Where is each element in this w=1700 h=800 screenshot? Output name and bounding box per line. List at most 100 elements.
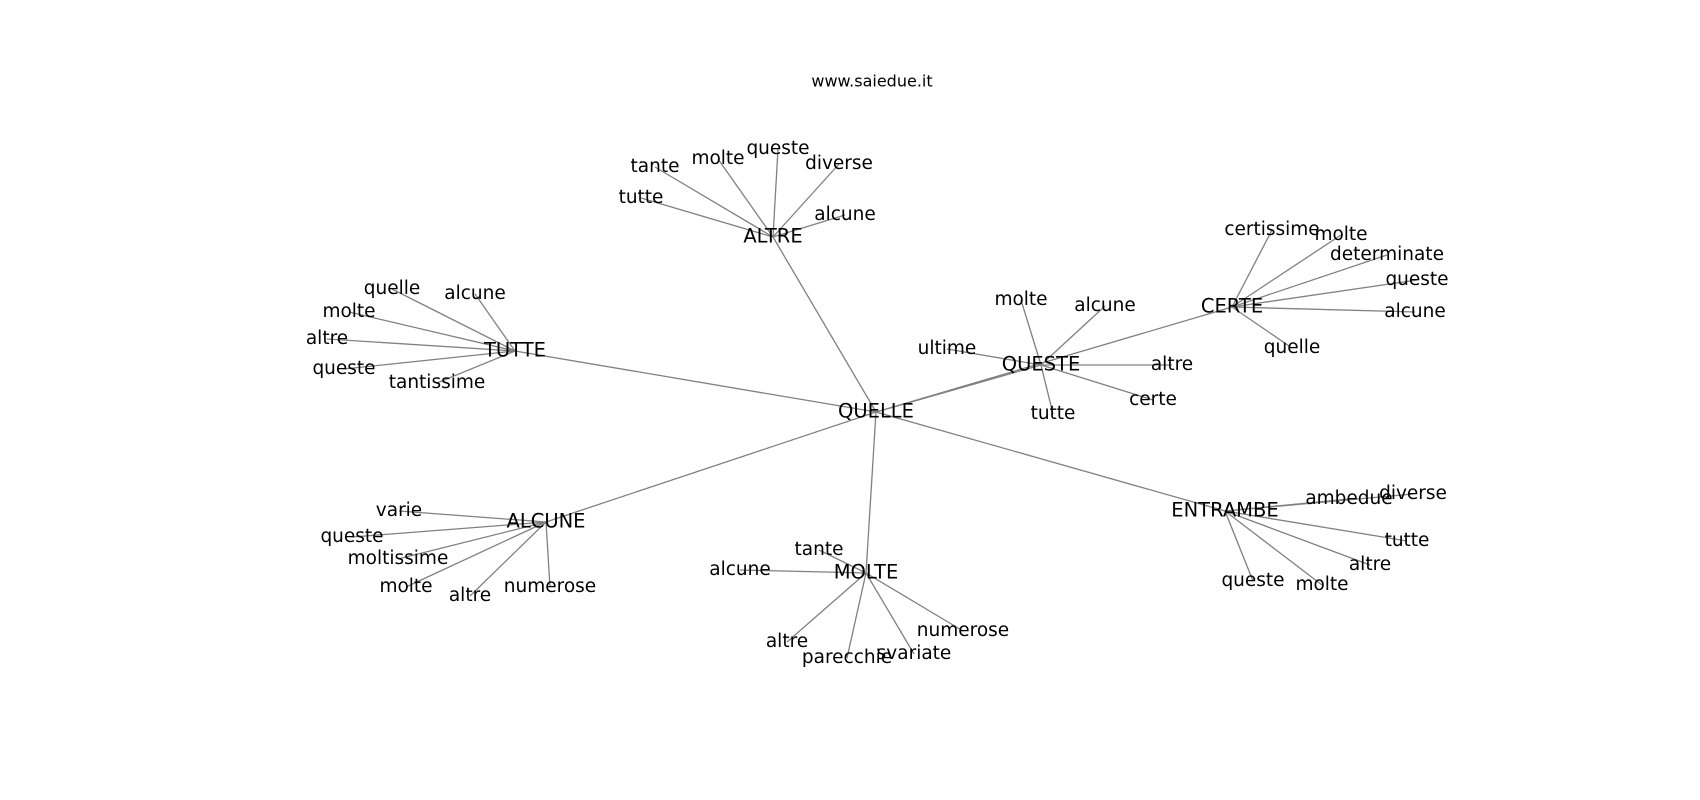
- edge-entrambe_h-e_tutte: [1224, 510, 1408, 542]
- edge-molte_h-m_alcune: [739, 569, 867, 574]
- leaf-node-q-alcune: alcune: [1074, 295, 1135, 316]
- edge-molte_h-m_tante: [818, 549, 867, 574]
- edge-certe_h-c_quelle: [1231, 306, 1293, 349]
- edge-entrambe_h-e_queste: [1224, 510, 1254, 582]
- leaf-node-e-tutte: tutte: [1385, 530, 1430, 551]
- leaf-node-m-alcune: alcune: [709, 559, 770, 580]
- edge-quelle_c-molte_h: [865, 411, 877, 574]
- leaf-node-q-ultime: ultime: [918, 338, 977, 359]
- leaf-node-e-altre: altre: [1349, 554, 1391, 575]
- leaf-node-m-tante: tante: [795, 539, 844, 560]
- leaf-node-al-numerose: numerose: [504, 576, 596, 597]
- edge-molte_h-m_svariate: [865, 572, 915, 655]
- leaf-node-t-tantissime: tantissime: [389, 372, 486, 393]
- leaf-node-al-moltissime: moltissime: [348, 548, 449, 569]
- edge-altre_h-a_queste: [772, 148, 779, 238]
- leaf-node-t-molte: molte: [322, 301, 375, 322]
- edge-queste_h-q_alcune: [1040, 305, 1106, 366]
- leaf-node-q-altre: altre: [1151, 354, 1193, 375]
- edge-alcune_h-al_molte: [405, 521, 547, 588]
- diagram-title: www.saiedue.it: [811, 72, 932, 91]
- leaf-node-al-varie: varie: [376, 500, 422, 521]
- edge-tutte_h-t_altre: [326, 338, 516, 352]
- edge-entrambe_h-e_altre: [1224, 510, 1371, 566]
- hub-node-tutte-h: TUTTE: [483, 339, 546, 362]
- edge-certe_h-c_alcune: [1231, 306, 1416, 313]
- hub-node-certe-h: CERTE: [1201, 295, 1263, 318]
- hub-node-altre-h: ALTRE: [743, 225, 802, 248]
- edge-queste_h-q_molte: [1020, 299, 1042, 366]
- hub-node-alcune-h: ALCUNE: [507, 510, 586, 533]
- edge-altre_h-a_tante: [654, 166, 774, 238]
- leaf-node-a-diverse: diverse: [805, 153, 873, 174]
- leaf-node-a-molte: molte: [691, 148, 744, 169]
- edge-entrambe_h-e_molte: [1224, 510, 1323, 586]
- leaf-node-c-determinate: determinate: [1330, 244, 1444, 265]
- edge-certe_h-c_determinate: [1231, 254, 1388, 308]
- edge-altre_h-a_tutte: [640, 197, 774, 238]
- leaf-node-q-tutte: tutte: [1031, 403, 1076, 424]
- edge-tutte_h-t_queste: [343, 350, 516, 370]
- leaf-node-al-molte: molte: [379, 576, 432, 597]
- leaf-node-c-certissime: certissime: [1224, 219, 1319, 240]
- leaf-node-a-alcune: alcune: [814, 204, 875, 225]
- edge-quelle_c-alcune_h: [545, 411, 877, 523]
- edge-quelle_c-certe_h: [875, 306, 1233, 413]
- leaf-node-c-quelle: quelle: [1264, 337, 1321, 358]
- edge-queste_h-q_certe: [1040, 364, 1154, 401]
- leaf-node-a-tutte: tutte: [619, 187, 664, 208]
- edge-certe_h-c_certissime: [1231, 229, 1273, 308]
- leaf-node-c-queste: queste: [1385, 269, 1448, 290]
- leaf-node-m-svariate: svariate: [877, 643, 952, 664]
- edge-certe_h-c_queste: [1231, 279, 1418, 308]
- edge-alcune_h-al_altre: [469, 521, 547, 597]
- hub-node-quelle-c: QUELLE: [838, 400, 914, 423]
- edge-quelle_c-entrambe_h: [875, 411, 1226, 512]
- edge-queste_h-q_tutte: [1040, 364, 1054, 415]
- edge-certe_h-c_molte: [1231, 234, 1342, 308]
- edge-altre_h-a_molte: [717, 158, 774, 238]
- edge-altre_h-a_diverse: [772, 163, 840, 238]
- leaf-node-q-certe: certe: [1129, 389, 1177, 410]
- hub-node-queste-h: QUESTE: [1002, 353, 1081, 376]
- edge-molte_h-m_altre: [786, 572, 867, 643]
- edge-molte_h-m_numerose: [865, 572, 964, 632]
- edge-alcune_h-al_varie: [398, 510, 547, 523]
- hub-node-entrambe-h: ENTRAMBE: [1171, 499, 1278, 522]
- leaf-node-t-altre: altre: [306, 328, 348, 349]
- edge-quelle_c-altre_h: [772, 236, 877, 413]
- leaf-node-a-queste: queste: [746, 138, 809, 159]
- leaf-node-e-diverse: diverse: [1379, 483, 1447, 504]
- leaf-node-m-altre: altre: [766, 631, 808, 652]
- edge-layer: [326, 148, 1418, 659]
- edge-alcune_h-al_numerose: [545, 521, 551, 588]
- edge-quelle_c-tutte_h: [514, 350, 877, 413]
- label-layer: QUELLE ALTRE TUTTE QUESTE CERTE ALCUNE MOLTE EN…: [306, 138, 1449, 668]
- edge-tutte_h-t_alcune: [474, 293, 516, 352]
- edge-tutte_h-t_quelle: [391, 288, 516, 352]
- leaf-node-t-queste: queste: [312, 358, 375, 379]
- edge-queste_h-q_ultime: [946, 348, 1042, 366]
- leaf-node-t-quelle: quelle: [364, 278, 421, 299]
- edge-tutte_h-t_tantissime: [436, 350, 516, 384]
- leaf-node-a-tante: tante: [631, 156, 680, 177]
- leaf-node-c-molte: molte: [1314, 224, 1367, 245]
- leaf-node-c-alcune: alcune: [1384, 301, 1445, 322]
- edge-molte_h-m_parecchie: [846, 572, 867, 659]
- leaf-node-q-molte: molte: [994, 289, 1047, 310]
- hub-node-molte-h: MOLTE: [834, 561, 899, 584]
- edge-alcune_h-al_moltissime: [397, 521, 547, 560]
- leaf-node-e-molte: molte: [1295, 574, 1348, 595]
- leaf-node-t-alcune: alcune: [444, 283, 505, 304]
- leaf-node-m-parecchie: parecchie: [802, 647, 892, 668]
- leaf-node-al-altre: altre: [449, 585, 491, 606]
- leaf-node-al-queste: queste: [320, 526, 383, 547]
- edge-alcune_h-al_queste: [351, 521, 547, 538]
- leaf-node-e-queste: queste: [1221, 570, 1284, 591]
- edge-entrambe_h-e_diverse: [1224, 493, 1414, 512]
- leaf-node-e-ambedue: ambedue: [1305, 488, 1392, 509]
- leaf-node-m-numerose: numerose: [917, 620, 1009, 641]
- edge-altre_h-a_alcune: [772, 214, 846, 238]
- edge-tutte_h-t_molte: [348, 311, 516, 352]
